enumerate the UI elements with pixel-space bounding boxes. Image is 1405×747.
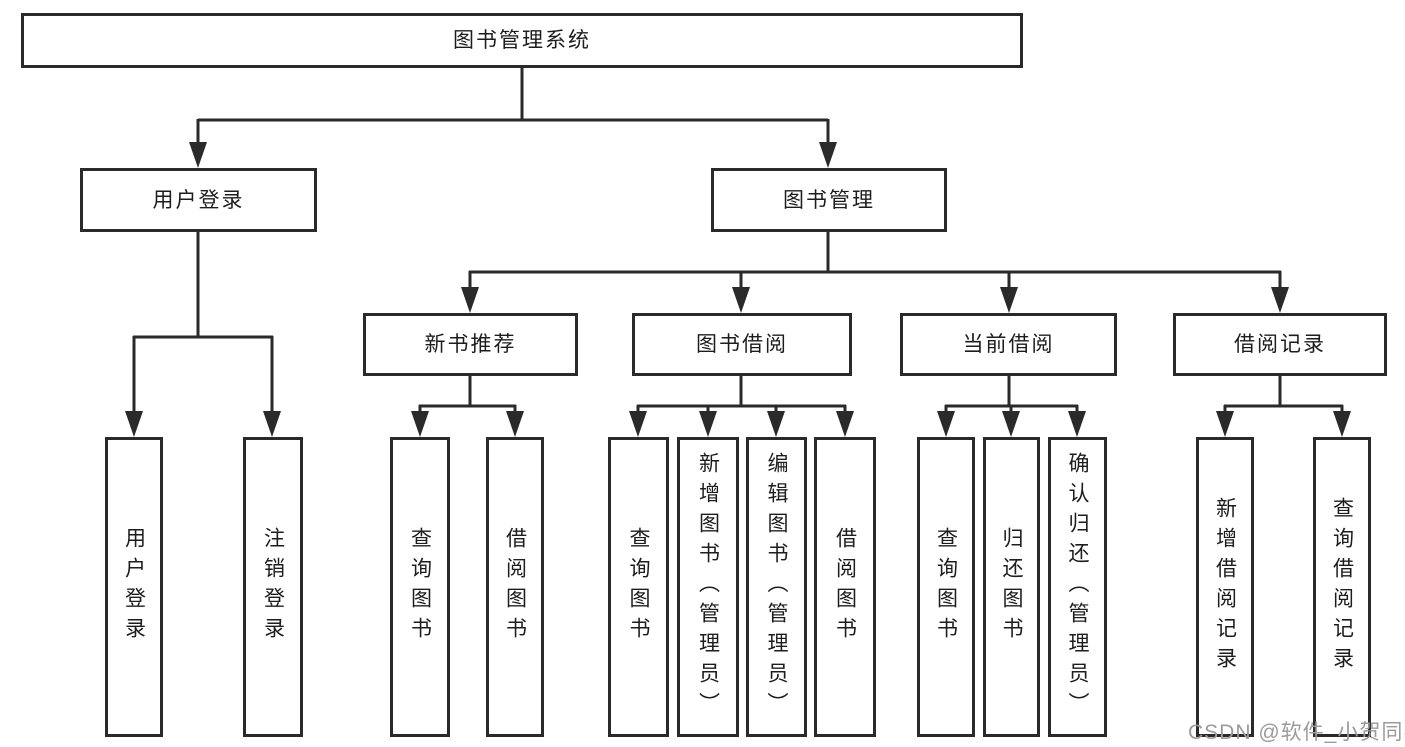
leaf-edit-book-admin-label: 编辑图书（管理员） xyxy=(765,452,788,722)
leaf-query-borrow-record-label: 查询借阅记录 xyxy=(1330,497,1354,677)
leaf-confirm-return-admin: 确认归还（管理员） xyxy=(1048,437,1107,737)
leaf-user-login: 用户登录 xyxy=(105,437,163,737)
node-current-borrowing-label: 当前借阅 xyxy=(962,333,1055,356)
node-borrowing-records-label: 借阅记录 xyxy=(1234,333,1326,356)
leaf-add-book-admin-label: 新增图书（管理员） xyxy=(696,452,720,722)
node-user-login: 用户登录 xyxy=(80,168,317,232)
leaf-query-books-current-label: 查询图书 xyxy=(934,527,958,647)
node-borrowing-records: 借阅记录 xyxy=(1173,313,1387,376)
leaf-borrow-books-recommend-label: 借阅图书 xyxy=(503,527,527,647)
leaf-query-books-borrow-label: 查询图书 xyxy=(627,527,650,647)
node-user-login-label: 用户登录 xyxy=(152,188,245,212)
node-new-book-recommendation-label: 新书推荐 xyxy=(424,333,517,356)
leaf-logout-login: 注销登录 xyxy=(243,437,303,737)
leaf-query-books-current: 查询图书 xyxy=(917,437,975,737)
leaf-return-books-label: 归还图书 xyxy=(1000,527,1023,647)
leaf-logout-login-label: 注销登录 xyxy=(261,527,285,647)
leaf-add-borrow-record-label: 新增借阅记录 xyxy=(1213,497,1237,677)
leaf-user-login-label: 用户登录 xyxy=(122,527,146,647)
node-book-borrowing: 图书借阅 xyxy=(632,313,852,376)
node-root-system: 图书管理系统 xyxy=(21,13,1023,68)
leaf-add-book-admin: 新增图书（管理员） xyxy=(677,437,739,737)
node-new-book-recommendation: 新书推荐 xyxy=(363,313,578,376)
leaf-query-books-recommend-label: 查询图书 xyxy=(408,527,432,647)
leaf-query-books-borrow: 查询图书 xyxy=(608,437,669,737)
node-book-management-label: 图书管理 xyxy=(783,188,875,212)
leaf-borrow-books-borrow-label: 借阅图书 xyxy=(833,527,857,647)
leaf-edit-book-admin: 编辑图书（管理员） xyxy=(746,437,807,737)
leaf-query-books-recommend: 查询图书 xyxy=(390,437,450,737)
leaf-borrow-books-recommend: 借阅图书 xyxy=(486,437,544,737)
node-book-borrowing-label: 图书借阅 xyxy=(696,333,788,356)
leaf-borrow-books-borrow: 借阅图书 xyxy=(814,437,876,737)
leaf-confirm-return-admin-label: 确认归还（管理员） xyxy=(1066,452,1089,722)
leaf-return-books: 归还图书 xyxy=(983,437,1040,737)
leaf-add-borrow-record: 新增借阅记录 xyxy=(1196,437,1254,737)
node-root-system-label: 图书管理系统 xyxy=(453,29,591,52)
leaf-query-borrow-record: 查询借阅记录 xyxy=(1313,437,1371,737)
node-current-borrowing: 当前借阅 xyxy=(900,313,1117,376)
watermark-text: CSDN @软件_小贺同学 xyxy=(1188,721,1405,744)
node-book-management: 图书管理 xyxy=(711,168,947,232)
